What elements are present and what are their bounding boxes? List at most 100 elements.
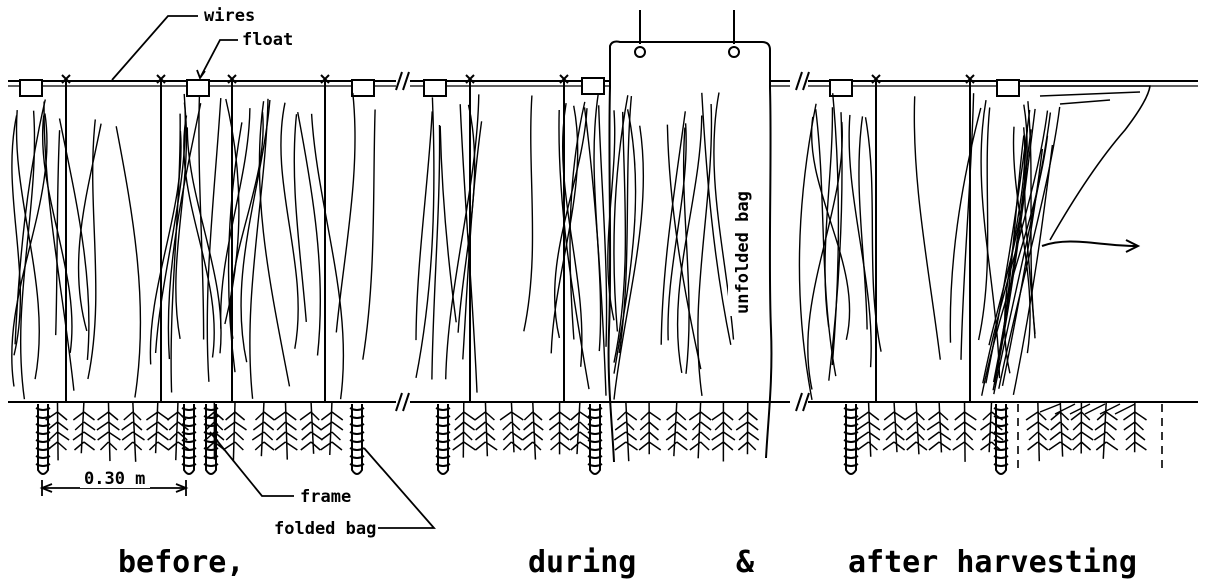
plant-stem	[570, 102, 585, 340]
root-branch	[857, 422, 869, 430]
folded-bag-fold	[994, 408, 1008, 410]
dimension-label: 0.30 m	[84, 469, 145, 489]
root-branch	[955, 412, 965, 420]
caption-ampersand: &	[736, 545, 755, 580]
folded-bag-fold	[994, 448, 1008, 450]
root-cluster	[927, 402, 951, 452]
frame-leader	[210, 432, 294, 496]
root-branch	[98, 412, 109, 420]
root-branch	[84, 412, 95, 420]
folded-bag-fold	[36, 440, 50, 442]
root-cluster	[46, 402, 69, 460]
plant-stem	[363, 110, 375, 360]
root-branch	[275, 442, 286, 450]
folded-bag-fold	[588, 432, 602, 434]
root-cluster	[321, 402, 343, 455]
move-arrow	[1042, 242, 1136, 246]
root-branch	[1081, 422, 1092, 430]
folded-bag-fold	[36, 408, 50, 410]
root-branch	[965, 432, 973, 440]
plant-stem	[849, 115, 871, 367]
root-branch	[285, 412, 296, 420]
root-cluster	[1026, 402, 1049, 461]
folded-bag-fold	[844, 408, 858, 410]
root-branch	[886, 432, 894, 440]
float-box	[352, 80, 374, 96]
root-branch	[571, 442, 580, 450]
root-branch	[626, 412, 637, 420]
plant-stem	[432, 125, 440, 380]
root-branch	[677, 422, 687, 430]
root-branch	[1051, 422, 1061, 430]
folded-bag-fold	[588, 416, 602, 418]
root-branch	[1106, 432, 1114, 440]
root-cluster	[252, 402, 274, 456]
bag-side	[609, 88, 614, 462]
folded-bag-fold	[204, 448, 218, 450]
root-branch	[1106, 422, 1116, 430]
plant-stem	[171, 114, 180, 393]
root-branch	[723, 422, 731, 430]
root-main	[57, 402, 58, 460]
folded-bag-fold	[182, 456, 196, 458]
root-branch	[146, 412, 157, 420]
folded-bag-fold	[436, 456, 450, 458]
root-branch	[158, 442, 169, 450]
break-mark	[396, 72, 402, 90]
folded-bag-fold	[36, 432, 50, 434]
root-branch	[884, 412, 894, 420]
root-branch	[264, 412, 274, 420]
plant-stem	[56, 130, 60, 335]
root-branch	[124, 442, 132, 450]
root-cluster	[274, 402, 297, 460]
frame-with-folded-bag	[436, 404, 450, 474]
root-branch	[1135, 412, 1147, 420]
plant-stem	[79, 124, 102, 331]
root-cluster	[300, 402, 322, 454]
folded-bag-fold	[994, 456, 1008, 458]
root-branch	[285, 422, 296, 430]
root-branch	[235, 442, 243, 450]
plant-stem	[961, 93, 974, 360]
frame-with-folded-bag	[36, 404, 50, 474]
root-main	[261, 402, 264, 456]
root-branch	[927, 422, 939, 430]
root-branch	[649, 442, 661, 450]
root-branch	[715, 422, 723, 430]
root-branch	[551, 432, 560, 440]
root-branch	[1135, 422, 1144, 430]
disturbed-soil	[1040, 404, 1135, 414]
plant-stem	[585, 107, 607, 395]
root-branch	[84, 432, 95, 440]
plant-stem	[116, 126, 140, 397]
folded-bag-fold	[182, 416, 196, 418]
plant-stem	[416, 111, 432, 340]
root-cluster	[453, 402, 476, 458]
wires-leader	[112, 16, 198, 80]
folded-bag-fold	[844, 456, 858, 458]
folded-bag-fold	[844, 448, 858, 450]
plant-stem	[150, 131, 181, 365]
plant-stem	[859, 116, 867, 329]
float-leader-arrow	[197, 70, 205, 78]
folded-bag-fold	[182, 424, 196, 426]
plant-stem	[950, 108, 981, 343]
root-branch	[640, 422, 649, 430]
frame-loop	[352, 404, 362, 474]
folded-bag-fold	[350, 464, 364, 466]
frame-loop	[846, 404, 856, 474]
root-branch	[476, 422, 486, 430]
plant-stem	[661, 111, 685, 344]
root-branch	[701, 432, 710, 440]
folded-bag-fold	[436, 440, 450, 442]
wires-label: wires	[204, 6, 255, 26]
root-branch	[1096, 442, 1106, 450]
folded-bag-fold	[350, 432, 364, 434]
root-branch	[133, 442, 142, 450]
root-branch	[100, 442, 108, 450]
root-main	[674, 402, 677, 456]
plant-stems	[12, 93, 1060, 400]
root-branch	[560, 412, 571, 420]
caption-during: during	[528, 545, 636, 580]
